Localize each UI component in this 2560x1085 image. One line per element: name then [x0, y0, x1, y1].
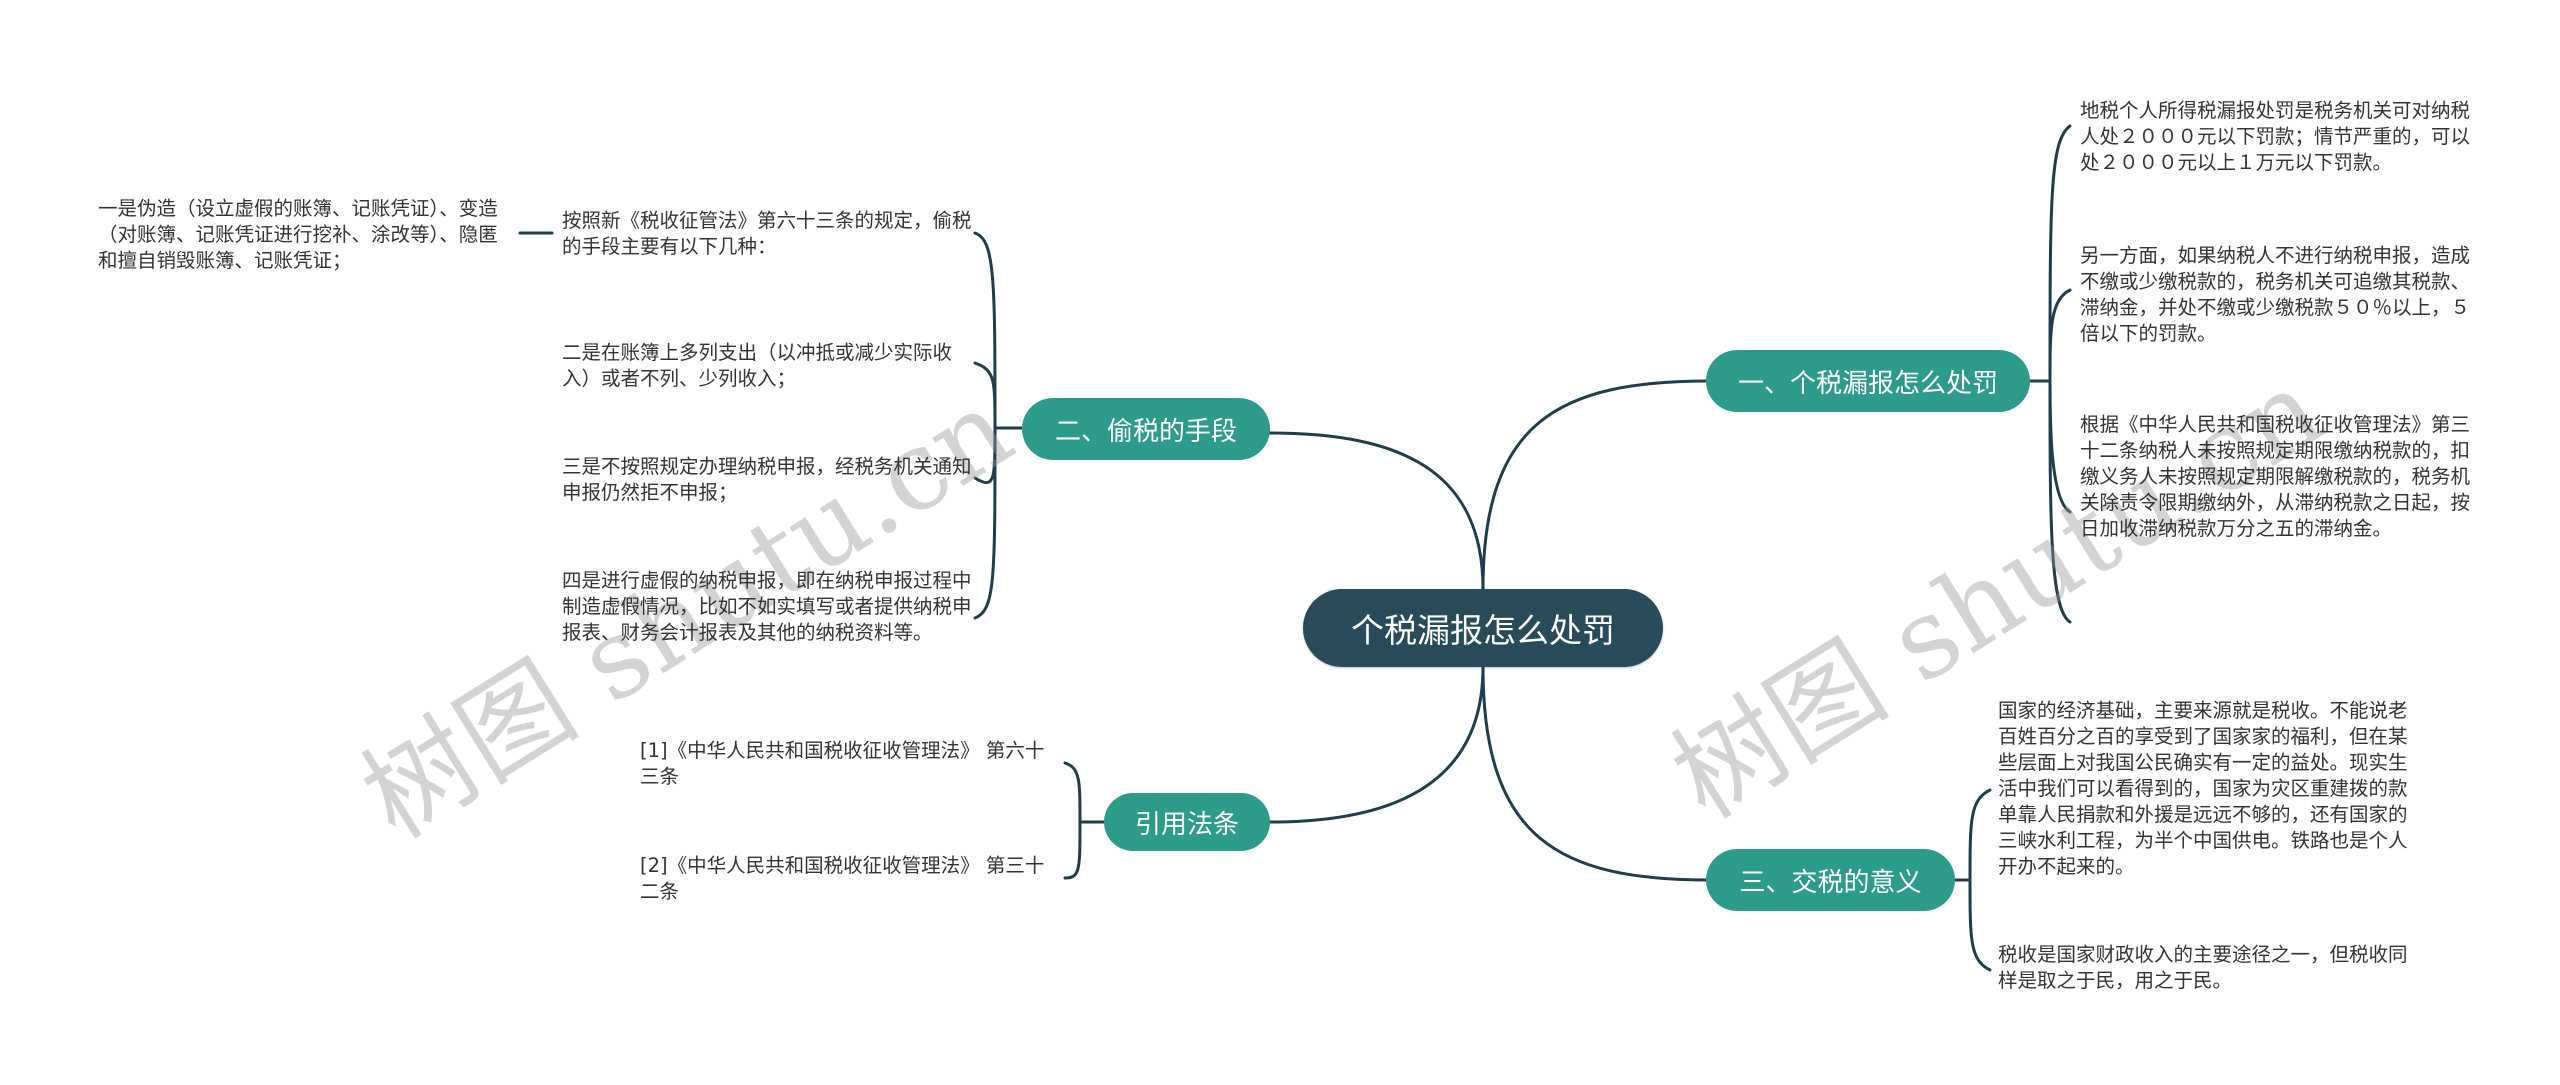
- bracket-evasion-2: [973, 361, 997, 430]
- link-root-citations: [1268, 665, 1485, 824]
- bracket-meaning-1: [1968, 788, 1992, 882]
- leaf-evasion-intro: 按照新《税收征管法》第六十三条的规定，偷税的手段主要有以下几种：: [562, 209, 972, 258]
- leaf-penalty-3: 根据《中华人民共和国税收征收管理法》第三十二条纳税人未按照规定期限缴纳税款的，扣…: [2080, 413, 2471, 540]
- branch-penalty-label: 一、个税漏报怎么处罚: [1737, 368, 1998, 399]
- branch-penalty[interactable]: 一、个税漏报怎么处罚: [1706, 350, 2030, 412]
- bracket-meaning-2: [1968, 878, 1992, 972]
- branch-citations-label: 引用法条: [1134, 809, 1239, 840]
- branch-evasion[interactable]: 二、偷税的手段: [1022, 398, 1270, 460]
- leaf-evasion-4: 四是进行虚假的纳税申报，即在纳税申报过程中制造虚假情况，比如不如实填写或者提供纳…: [562, 569, 972, 644]
- bracket-penalty-3: [2048, 379, 2072, 514]
- link-root-evasion: [1268, 431, 1485, 591]
- leaf-meaning-2: 税收是国家财政收入的主要途径之一，但税收同样是取之于民，用之于民。: [1998, 943, 2408, 992]
- bracket-citations-1: [1063, 761, 1082, 824]
- leaf-evasion-intro-sub: 一是伪造（设立虚假的账簿、记账凭证）、变造（对账簿、记账凭证进行挖补、涂改等）、…: [98, 197, 498, 272]
- branch-meaning[interactable]: 三、交税的意义: [1706, 849, 1955, 911]
- leaf-citation-2: [2]《中华人民共和国税收征收管理法》 第三十二条: [640, 854, 1045, 903]
- link-root-meaning: [1481, 665, 1712, 882]
- branch-citations[interactable]: 引用法条: [1104, 793, 1270, 851]
- bracket-citations-2: [1063, 820, 1082, 880]
- leaf-evasion-2: 二是在账簿上多列支出（以冲抵或减少实际收入）或者不列、少列收入；: [562, 341, 953, 390]
- bracket-evasion-3: [973, 426, 997, 484]
- leaf-meaning-1: 国家的经济基础，主要来源就是税收。不能说老百姓百分之百的享受到了国家家的福利，但…: [1998, 699, 2408, 878]
- bracket-penalty-2: [2048, 288, 2072, 383]
- root-label: 个税漏报怎么处罚: [1351, 611, 1615, 650]
- leaf-evasion-3: 三是不按照规定办理纳税申报，经税务机关通知申报仍然拒不申报；: [562, 455, 972, 504]
- leaf-penalty-1: 地税个人所得税漏报处罚是税务机关可对纳税人处２０００元以下罚款；情节严重的，可以…: [2080, 99, 2471, 174]
- branch-meaning-label: 三、交税的意义: [1739, 867, 1922, 898]
- branch-evasion-label: 二、偷税的手段: [1054, 416, 1237, 447]
- bracket-evasion-4: [973, 426, 997, 620]
- leaf-penalty-2: 另一方面，如果纳税人不进行纳税申报，造成不缴或少缴税款的，税务机关可追缴其税款、…: [2080, 244, 2471, 345]
- bracket-evasion-1: [973, 231, 997, 430]
- bracket-penalty-1: [2048, 124, 2072, 383]
- leaf-citation-1: [1]《中华人民共和国税收征收管理法》 第六十三条: [640, 739, 1045, 788]
- root-node[interactable]: 个税漏报怎么处罚: [1303, 589, 1663, 667]
- link-root-penalty: [1481, 379, 1712, 591]
- bracket-penalty-4: [2048, 379, 2072, 624]
